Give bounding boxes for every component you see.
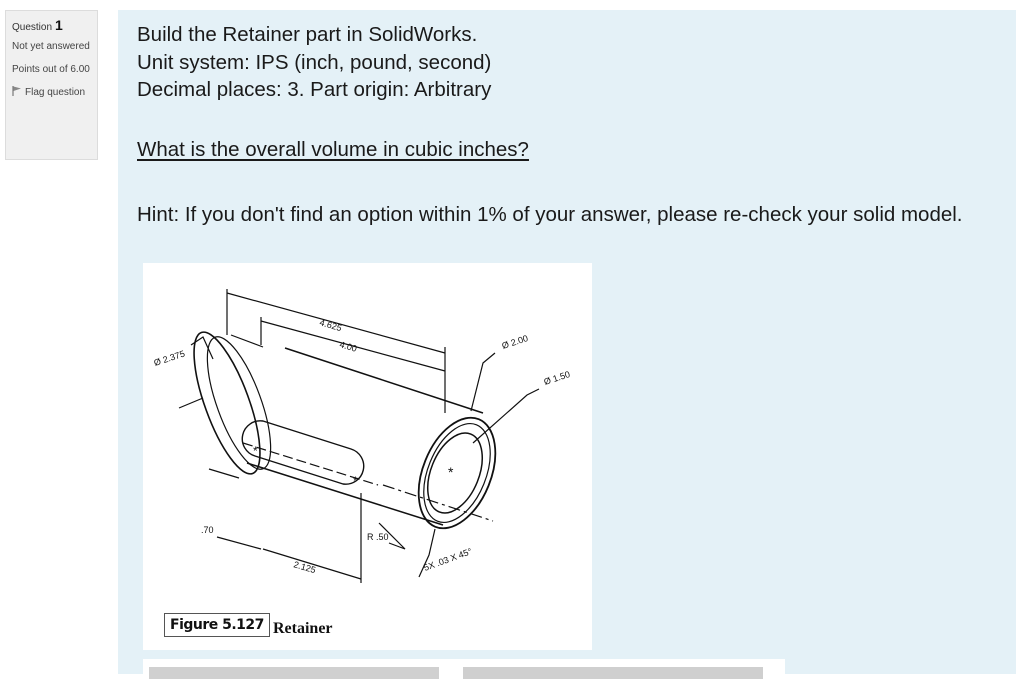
retainer-figure: * * * 4.625 4.00 Ø 2.375 Ø 2.00 Ø 1.50 .… — [143, 263, 592, 650]
retainer-drawing: * * * 4.625 4.00 Ø 2.375 Ø 2.00 Ø 1.50 .… — [153, 289, 572, 583]
dim-overall: 4.625 — [318, 317, 342, 333]
question-line-3: Decimal places: 3. Part origin: Arbitrar… — [137, 78, 492, 101]
next-figure-panel — [143, 659, 785, 684]
question-number-label: Question — [12, 22, 53, 33]
bore-center-mark: * — [448, 464, 454, 480]
question-text: Build the Retainer part in SolidWorks. U… — [137, 21, 491, 104]
slot-center-mark-2: * — [353, 474, 358, 488]
body-bottom-line — [246, 462, 444, 526]
body-top-line — [284, 347, 484, 414]
flange-thk-line — [216, 536, 262, 550]
dim-slot-radius: R .50 — [367, 532, 389, 542]
flange-inner — [206, 336, 272, 470]
flange-bottom-edge — [208, 468, 240, 479]
body-end-outer — [417, 416, 497, 530]
outer-dia-leader — [470, 352, 496, 412]
question-line-1: Build the Retainer part in SolidWorks. — [137, 23, 478, 46]
question-content: Build the Retainer part in SolidWorks. U… — [118, 10, 1016, 684]
flag-question-label: Flag question — [25, 87, 86, 98]
axis-centerline — [382, 484, 494, 522]
inner-dia-leader — [472, 388, 540, 444]
dim-body-line — [260, 320, 446, 372]
hint-text: Hint: If you don't find an option within… — [137, 203, 963, 226]
question-number-value: 1 — [55, 17, 63, 33]
dim-overall-line — [226, 292, 446, 354]
slot-len-line — [262, 548, 362, 580]
slot-centerline — [242, 442, 379, 486]
question-grade: Points out of 6.00 — [12, 64, 90, 75]
chamfer-leader — [418, 528, 436, 578]
question-state: Not yet answered — [12, 41, 90, 52]
flange-dia-leader — [190, 336, 214, 360]
left-leader — [178, 397, 204, 409]
dim-flange-dia: Ø 2.375 — [153, 348, 187, 367]
body-end-chamfer — [423, 422, 491, 524]
figure-caption: Retainer — [273, 620, 333, 637]
question-prompt: What is the overall volume in cubic inch… — [137, 138, 529, 161]
flange-outer — [193, 331, 261, 475]
flag-question-button[interactable]: Flag question — [12, 85, 91, 100]
slot-outline — [241, 420, 365, 485]
flange-top-edge — [230, 334, 264, 348]
question-line-2: Unit system: IPS (inch, pound, second) — [137, 50, 492, 74]
body-end-inner — [426, 432, 484, 514]
dim-outer-dia: Ø 2.00 — [501, 333, 530, 351]
next-figure-strip-right — [463, 667, 763, 679]
dim-flange-thk: .70 — [201, 525, 214, 535]
dim-inner-dia: Ø 1.50 — [543, 369, 572, 387]
figure-number: Figure 5.127 — [164, 613, 270, 637]
slot-center-mark-1: * — [253, 444, 258, 458]
slot-radius-leader — [378, 522, 406, 550]
flag-icon — [12, 86, 21, 96]
next-figure-strip-left — [149, 667, 439, 679]
dim-body: 4.00 — [338, 339, 358, 353]
